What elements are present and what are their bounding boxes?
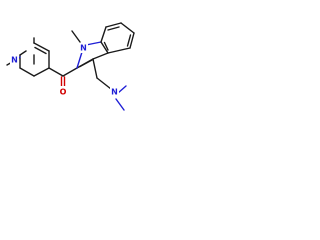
structure-canvas: N O N (0, 0, 150, 150)
dimethylaminomethyl-chain: N (92, 58, 127, 111)
bond-benz-3 (120, 22, 135, 34)
tetrahydropyridine-ring (19, 37, 50, 77)
bond-n-methyl-b (115, 98, 125, 111)
indole-nitrogen-label: N (80, 44, 87, 53)
ring-n-methyl: N (6, 55, 21, 66)
amine-nitrogen-label: N (111, 88, 118, 97)
bond-ring-3 (19, 67, 35, 77)
bond-benz-4 (129, 32, 135, 49)
carbonyl-oxygen-label: O (60, 88, 67, 97)
bond-ring-double-inner (34, 46, 47, 55)
bond-n-methyl-a (117, 85, 127, 94)
indole-benzene-ring (100, 22, 135, 54)
chemical-structure-diagram: N O N (6, 22, 135, 111)
bond-c3a-c7a (100, 41, 109, 54)
bond-indole-n-methyl (71, 30, 81, 43)
bond-benz-2 (105, 22, 122, 28)
bond-ring-6 (33, 42, 50, 52)
bond-carbonyl-to-indole (62, 67, 78, 77)
bond-c2-c3-double (79, 59, 93, 68)
bond-benz-2-inner (107, 26, 120, 31)
bond-benz-1 (100, 26, 107, 43)
bond-ring-8 (19, 50, 27, 56)
bond-benz-5 (107, 47, 131, 54)
bond-c3-c3a (92, 52, 109, 60)
bond-ring-to-carbonyl (48, 67, 64, 77)
bond-ch2-n (96, 77, 112, 90)
indole-pyrrole-ring: N (71, 30, 109, 69)
carbonyl-bridge: O (48, 67, 78, 97)
bond-n1-c7a (85, 41, 102, 46)
ring-nitrogen-label: N (11, 56, 18, 65)
bond-c2-n1 (76, 51, 83, 69)
bond-c3-ch2 (92, 58, 98, 79)
bond-benz-6-inner (103, 41, 109, 51)
bond-ring-4 (33, 67, 50, 77)
bond-benz-4-inner (126, 34, 132, 47)
